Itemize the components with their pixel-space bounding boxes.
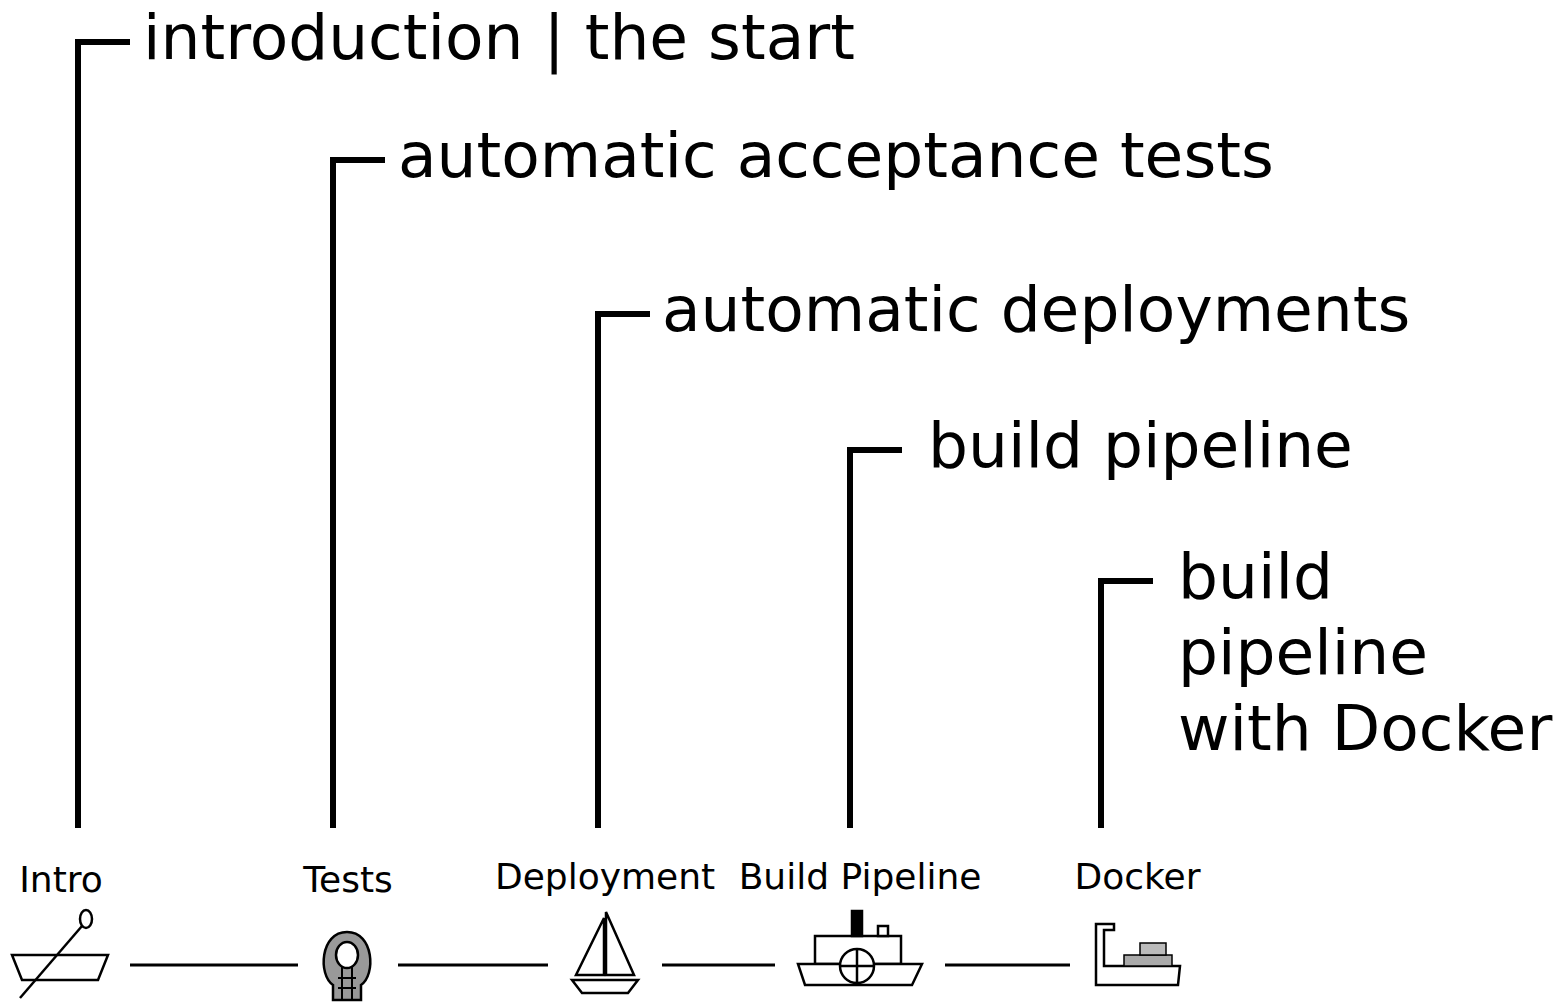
stage-description: build pipeline with Docker xyxy=(1178,539,1563,767)
timeline-connector xyxy=(945,964,1070,967)
stage-description: build pipeline xyxy=(928,408,1353,484)
stage-description: introduction | the start xyxy=(143,0,855,76)
leader-line xyxy=(598,314,650,828)
sailboat-icon xyxy=(572,912,638,993)
leader-line xyxy=(850,450,902,828)
stop-label: Docker xyxy=(1074,857,1200,897)
stage-description: automatic deployments xyxy=(662,272,1410,348)
timeline-connector xyxy=(662,964,775,967)
leader-line xyxy=(333,160,385,828)
timeline-stop: Docker xyxy=(1090,918,1185,988)
container-ship-icon xyxy=(1096,924,1180,985)
lifebuoy-icon xyxy=(324,932,371,1000)
stop-label: Intro xyxy=(19,860,103,900)
stop-label: Tests xyxy=(303,860,393,900)
timeline-stop: Intro xyxy=(12,905,110,1000)
stop-label: Deployment xyxy=(495,857,715,897)
timeline-stop: Build Pipeline xyxy=(795,908,925,988)
canoe-icon xyxy=(12,910,108,998)
stage-description: automatic acceptance tests xyxy=(398,118,1274,194)
timeline-connector xyxy=(130,964,298,967)
leader-line xyxy=(1101,581,1153,828)
stop-label: Build Pipeline xyxy=(739,857,982,897)
timeline-stop: Deployment xyxy=(568,910,642,995)
timeline-stop: Tests xyxy=(318,928,378,1002)
leader-line xyxy=(78,42,130,828)
steamboat-icon xyxy=(798,911,922,985)
timeline-connector xyxy=(398,964,548,967)
